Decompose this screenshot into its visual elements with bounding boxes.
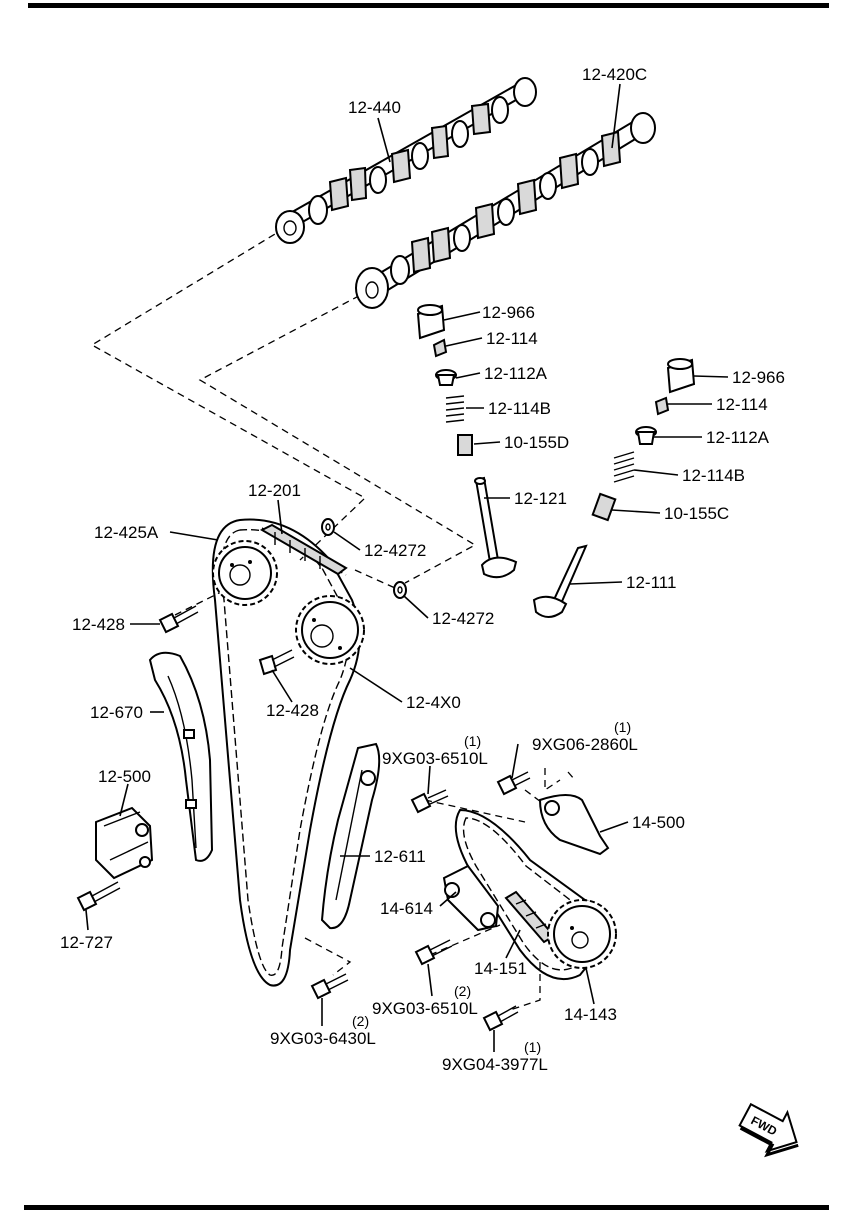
label-tappet-2: 12-966 xyxy=(732,368,785,387)
tensioner-bolt xyxy=(76,881,121,912)
leader-lines xyxy=(85,83,729,1052)
label-washer-1: 12-4272 xyxy=(364,541,426,560)
label-oil-pump-guide: 14-614 xyxy=(380,899,433,918)
label-oil-pump-sprocket: 14-143 xyxy=(564,1005,617,1024)
label-washer-2: 12-4272 xyxy=(432,609,494,628)
washer-2 xyxy=(393,581,407,599)
bolt-b xyxy=(496,771,531,796)
label-bolt-c-qty: (2) xyxy=(454,983,471,999)
label-bolt-a: 9XG03-6510L xyxy=(382,749,488,768)
bolt-sprocket-1 xyxy=(158,605,199,634)
label-camshaft-intake: 12-420C xyxy=(582,65,647,84)
label-bolt-e: 9XG04-3977L xyxy=(442,1055,548,1074)
label-bolt-d-qty: (2) xyxy=(352,1013,369,1029)
oil-pump-sprocket xyxy=(547,899,617,969)
top-rule xyxy=(28,3,829,8)
valve-train-1 xyxy=(416,304,518,579)
label-valve-1: 12-121 xyxy=(514,489,567,508)
bolt-a xyxy=(410,789,449,814)
label-bolt-e-qty: (1) xyxy=(524,1039,541,1055)
label-pump-tensioner: 14-500 xyxy=(632,813,685,832)
chain-tensioner xyxy=(95,806,154,880)
valve-train-2 xyxy=(532,358,696,618)
label-bolt-b-qty: (1) xyxy=(614,719,631,735)
label-spring-1: 12-114B xyxy=(488,399,551,418)
chain-guide xyxy=(148,651,214,862)
label-tensioner-arm: 12-611 xyxy=(374,847,426,866)
label-bolt-sprocket-2: 12-428 xyxy=(266,701,319,720)
fwd-arrow-icon xyxy=(738,1102,798,1153)
camshaft-exhaust xyxy=(275,77,537,244)
label-camshaft-exhaust: 12-440 xyxy=(348,98,401,117)
oil-pump-guide xyxy=(442,864,500,932)
part-labels: 12-440 12-420C 12-966 12-114 12-112A 12-… xyxy=(60,65,785,1074)
label-seal-2: 10-155C xyxy=(664,504,729,523)
bolt-c xyxy=(414,939,453,966)
oil-pump-tensioner xyxy=(538,794,610,856)
bottom-rule xyxy=(24,1205,829,1210)
label-chain-guide: 12-670 xyxy=(90,703,143,722)
label-tensioner: 12-500 xyxy=(98,767,151,786)
sprocket-intake xyxy=(295,595,365,665)
label-oil-pump-chain: 14-151 xyxy=(474,959,527,978)
label-bolt-d: 9XG03-6430L xyxy=(270,1029,376,1048)
camshaft-intake xyxy=(355,112,656,309)
label-seal-1: 10-155D xyxy=(504,433,569,452)
label-bolt-c: 9XG03-6510L xyxy=(372,999,478,1018)
bolt-d xyxy=(310,973,349,1000)
label-key-1: 12-114 xyxy=(486,329,538,348)
bolt-sprocket-2 xyxy=(258,649,295,676)
tensioner-arm xyxy=(320,742,381,930)
label-sprocket-exhaust: 12-425A xyxy=(94,523,159,542)
label-bolt-sprocket-1: 12-428 xyxy=(72,615,125,634)
assembly-dash-lines xyxy=(90,227,576,1011)
bolt-e xyxy=(482,1005,519,1032)
fwd-arrow: FWD xyxy=(738,1102,799,1158)
label-key-2: 12-114 xyxy=(716,395,768,414)
label-retainer-2: 12-112A xyxy=(706,428,770,447)
label-sprocket-intake: 12-4X0 xyxy=(406,693,461,712)
label-tappet-1: 12-966 xyxy=(482,303,535,322)
label-tensioner-bolt: 12-727 xyxy=(60,933,113,952)
label-bolt-a-qty: (1) xyxy=(464,733,481,749)
label-spring-2: 12-114B xyxy=(682,466,745,485)
label-timing-chain: 12-201 xyxy=(248,481,301,500)
label-retainer-1: 12-112A xyxy=(484,364,548,383)
label-valve-2: 12-111 xyxy=(626,573,676,592)
sprocket-exhaust xyxy=(212,540,278,606)
washer-1 xyxy=(321,518,335,536)
label-bolt-b: 9XG06-2860L xyxy=(532,735,638,754)
oil-pump-chain xyxy=(504,890,556,944)
chain-segment xyxy=(259,523,348,576)
